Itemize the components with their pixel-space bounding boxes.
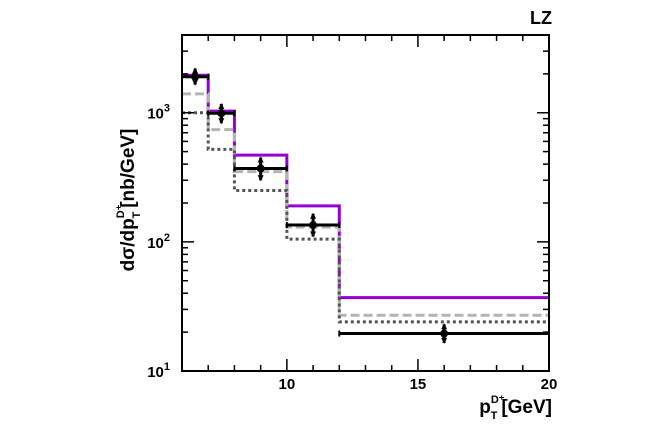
data-point: [233, 156, 288, 182]
y-error-cap-top: [192, 67, 199, 74]
data-point: [285, 212, 341, 238]
data-point-marker: [440, 329, 449, 338]
x-tick-label: 10: [279, 376, 296, 393]
data-point-marker: [309, 221, 318, 230]
y-tick-label: 102: [147, 232, 170, 252]
y-error-cap-bottom: [257, 175, 264, 182]
ticks-layer: 10 15 20 101 102 103: [147, 34, 558, 393]
data-point-marker: [217, 109, 226, 118]
series-layer: [182, 73, 549, 324]
x-tick-label: 15: [410, 376, 427, 393]
y-error-cap-top: [310, 212, 317, 219]
data-point: [181, 67, 210, 86]
data-points-layer: [181, 67, 550, 344]
data-point-marker: [191, 72, 200, 81]
y-error-cap-bottom: [218, 118, 225, 125]
series-line-dotted: [182, 111, 549, 324]
y-tick-label: 101: [147, 361, 170, 381]
series-line-solid: [182, 73, 549, 300]
x-tick-label: 20: [541, 376, 558, 393]
corner-label: LZ: [530, 8, 552, 28]
y-error-cap-top: [441, 323, 448, 330]
data-point: [207, 102, 236, 125]
y-axis-title: dσ/dpD⁺T[nb/GeV]: [115, 129, 143, 272]
y-error-cap-bottom: [192, 79, 199, 86]
series-line-dashed: [182, 92, 549, 317]
x-axis-title: pD⁺T[GeV]: [479, 394, 552, 422]
y-tick-label: 103: [147, 103, 170, 123]
y-error-cap-bottom: [441, 337, 448, 344]
y-error-cap-top: [257, 156, 264, 163]
y-error-cap-bottom: [310, 231, 317, 238]
data-point-marker: [256, 164, 265, 173]
data-point: [338, 323, 550, 344]
y-error-cap-top: [218, 102, 225, 109]
